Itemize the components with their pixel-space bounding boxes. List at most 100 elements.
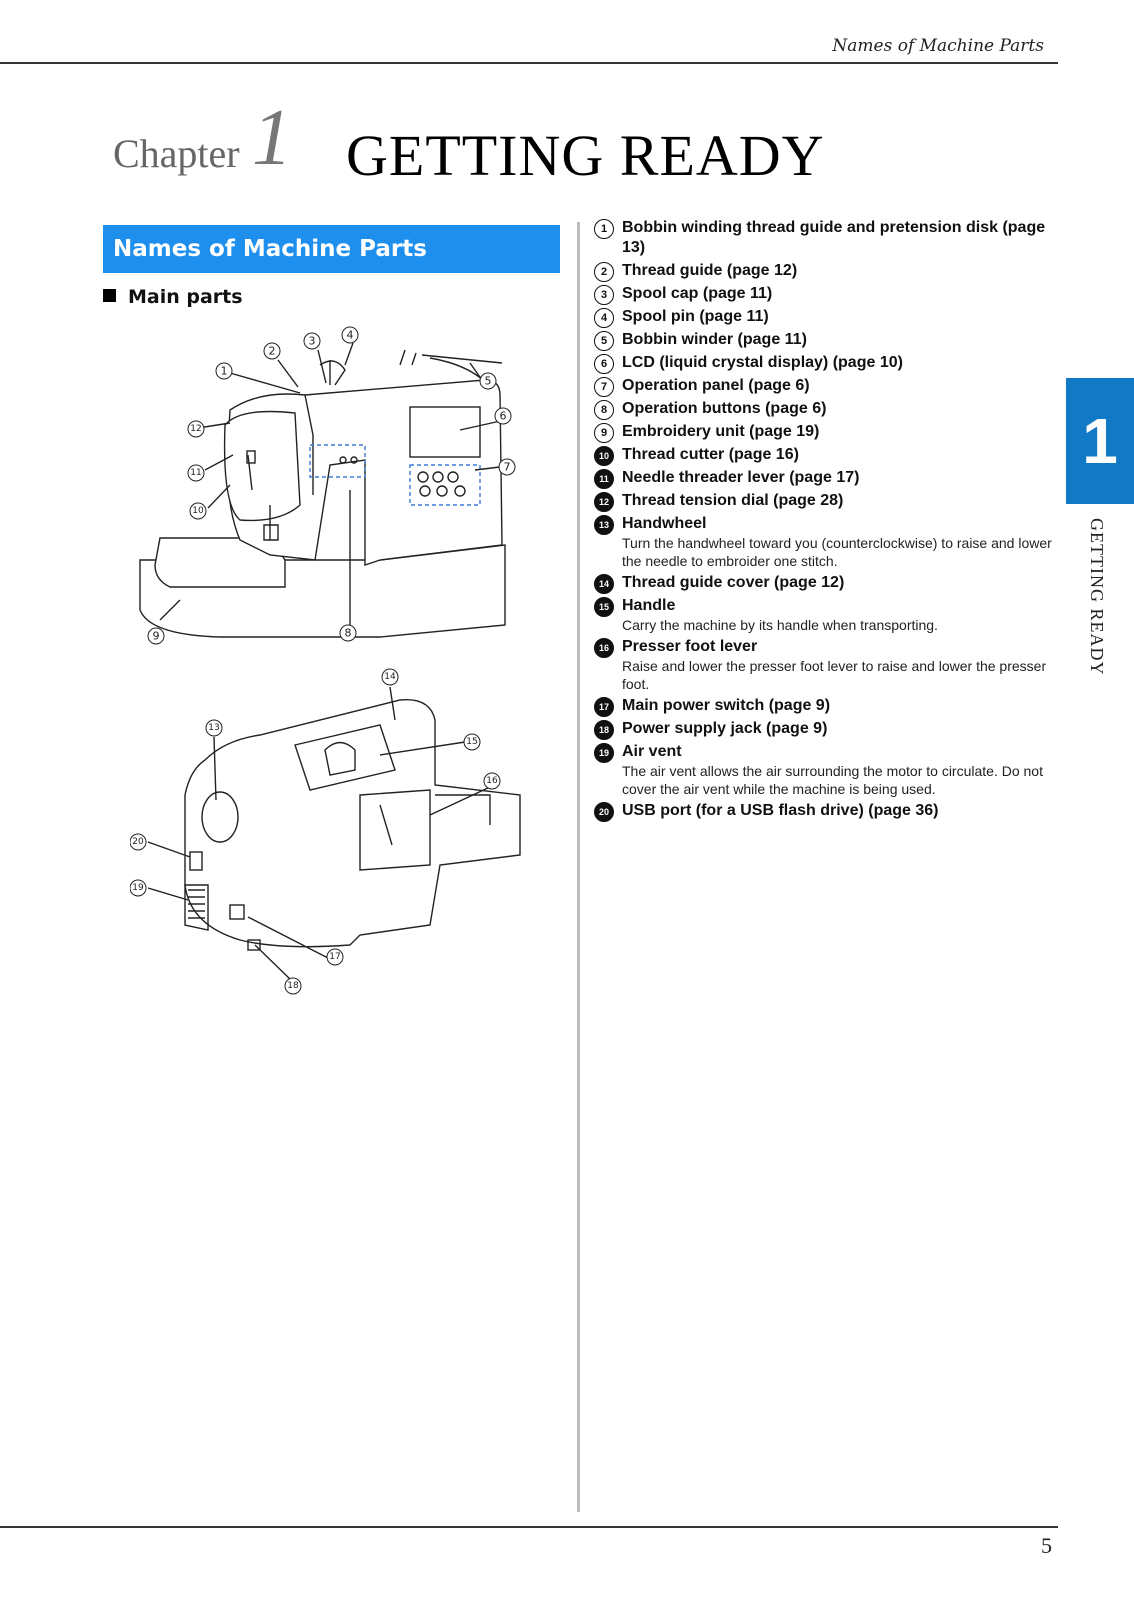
item-description: The air vent allows the air surrounding … xyxy=(622,763,1043,797)
footer-rule xyxy=(0,1526,1058,1528)
list-item: 12 Thread tension dial (page 28) xyxy=(594,491,1064,512)
item-label: USB port (for a USB flash drive) (page 3… xyxy=(622,802,939,819)
list-item: 7 Operation panel (page 6) xyxy=(594,376,1064,397)
item-number: 17 xyxy=(594,697,614,717)
callout-7: 7 xyxy=(504,461,511,474)
callout-20: 20 xyxy=(132,837,144,847)
front-callouts xyxy=(147,326,516,645)
callout-18: 18 xyxy=(287,981,299,991)
callout-16: 16 xyxy=(486,776,498,786)
list-item: 9 Embroidery unit (page 19) xyxy=(594,422,1064,443)
chapter-number: 1 xyxy=(252,94,292,182)
square-bullet-icon xyxy=(103,289,116,302)
callout-11: 11 xyxy=(190,468,201,478)
callout-15: 15 xyxy=(466,737,477,747)
item-label: Air vent xyxy=(622,743,682,760)
callout-numbers: 1 2 3 4 5 6 7 8 9 10 11 12 13 14 15 16 1… xyxy=(132,329,510,992)
item-label: Main power switch (page 9) xyxy=(622,697,831,714)
item-number: 13 xyxy=(594,515,614,535)
chapter-title: GETTING READY xyxy=(346,123,825,188)
front-view-machine xyxy=(139,342,506,638)
item-label: Power supply jack (page 9) xyxy=(622,720,828,737)
item-label: Needle threader lever (page 17) xyxy=(622,469,860,486)
item-label: Handle xyxy=(622,597,676,614)
column-divider xyxy=(577,222,580,1512)
item-number: 4 xyxy=(594,308,614,328)
list-item: 6 LCD (liquid crystal display) (page 10) xyxy=(594,353,1064,374)
chapter-word: Chapter xyxy=(113,131,240,176)
item-number: 19 xyxy=(594,743,614,763)
machine-illustration: 1 2 3 4 5 6 7 8 9 10 11 12 13 14 15 16 1… xyxy=(130,326,521,995)
callout-17: 17 xyxy=(329,952,340,962)
item-label: Handwheel xyxy=(622,515,707,532)
list-item: 5 Bobbin winder (page 11) xyxy=(594,330,1064,351)
page-number: 5 xyxy=(1041,1533,1052,1558)
item-number: 16 xyxy=(594,638,614,658)
list-item: 18 Power supply jack (page 9) xyxy=(594,719,1064,740)
list-item: 17 Main power switch (page 9) xyxy=(594,696,1064,717)
item-label: Spool cap (page 11) xyxy=(622,285,773,302)
callout-10: 10 xyxy=(192,506,204,516)
list-item: 2 Thread guide (page 12) xyxy=(594,261,1064,282)
item-number: 14 xyxy=(594,574,614,594)
item-label: Operation buttons (page 6) xyxy=(622,400,827,417)
item-label: Thread cutter (page 16) xyxy=(622,446,799,463)
back-view-machine xyxy=(147,686,521,983)
callout-8: 8 xyxy=(345,627,352,640)
callout-12: 12 xyxy=(190,424,201,434)
back-callouts xyxy=(130,668,501,995)
item-label: Embroidery unit (page 19) xyxy=(622,423,820,440)
item-label: Thread guide (page 12) xyxy=(622,262,798,279)
item-number: 11 xyxy=(594,469,614,489)
item-number: 10 xyxy=(594,446,614,466)
item-description: Turn the handwheel toward you (countercl… xyxy=(622,535,1052,569)
callout-5: 5 xyxy=(485,375,492,388)
list-item: 20 USB port (for a USB flash drive) (page… xyxy=(594,801,1064,822)
callout-14: 14 xyxy=(384,672,396,682)
item-label: Bobbin winder (page 11) xyxy=(622,331,807,348)
callout-9: 9 xyxy=(153,630,160,643)
item-number: 2 xyxy=(594,262,614,282)
item-label: Thread tension dial (page 28) xyxy=(622,492,844,509)
callout-6: 6 xyxy=(500,410,507,423)
item-number: 7 xyxy=(594,377,614,397)
chapter-side-tab: 1 xyxy=(1066,378,1134,504)
item-label: Bobbin winding thread guide and pretensi… xyxy=(622,219,1046,256)
item-description: Raise and lower the presser foot lever t… xyxy=(622,658,1047,692)
list-item: 3 Spool cap (page 11) xyxy=(594,284,1064,305)
item-number: 6 xyxy=(594,354,614,374)
chapter-side-label: GETTING READY xyxy=(1087,518,1107,676)
item-number: 20 xyxy=(594,802,614,822)
item-number: 18 xyxy=(594,720,614,740)
list-item: 8 Operation buttons (page 6) xyxy=(594,399,1064,420)
list-item: 10 Thread cutter (page 16) xyxy=(594,445,1064,466)
list-item: 11 Needle threader lever (page 17) xyxy=(594,468,1064,489)
callout-2: 2 xyxy=(269,345,276,358)
item-number: 5 xyxy=(594,331,614,351)
callout-4: 4 xyxy=(347,329,354,342)
item-label: Presser foot lever xyxy=(622,638,758,655)
callout-19: 19 xyxy=(132,883,144,893)
list-item: 14 Thread guide cover (page 12) xyxy=(594,573,1064,594)
running-header: Names of Machine Parts xyxy=(832,36,1044,56)
item-description: Carry the machine by its handle when tra… xyxy=(622,617,938,633)
subsection-heading: Main parts xyxy=(103,286,243,308)
item-number: 8 xyxy=(594,400,614,420)
item-number: 9 xyxy=(594,423,614,443)
section-heading-bar: Names of Machine Parts xyxy=(103,225,560,273)
callout-3: 3 xyxy=(309,335,316,348)
item-number: 3 xyxy=(594,285,614,305)
item-number: 12 xyxy=(594,492,614,512)
item-label: Thread guide cover (page 12) xyxy=(622,574,845,591)
item-label: LCD (liquid crystal display) (page 10) xyxy=(622,354,903,371)
callout-1: 1 xyxy=(221,365,228,378)
item-label: Operation panel (page 6) xyxy=(622,377,810,394)
header-rule xyxy=(0,62,1058,64)
